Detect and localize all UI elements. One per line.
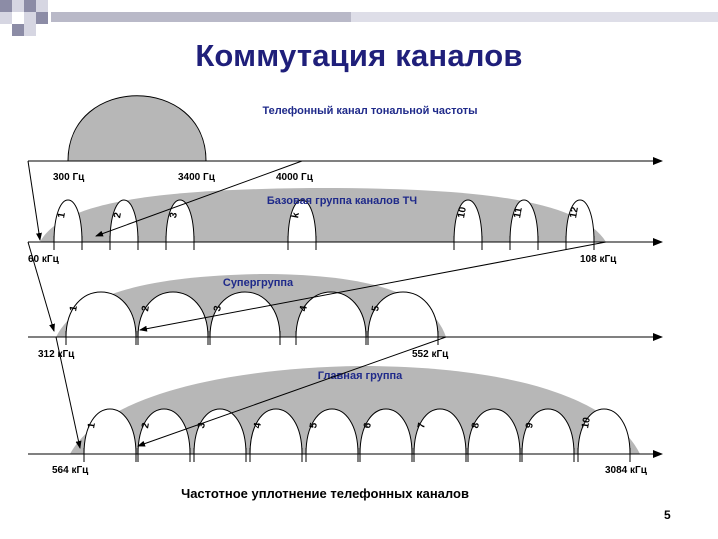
arrow-voice-end [95, 160, 303, 237]
main-group: 1 2 3 4 5 6 7 8 9 10 Главная группа 564 кГц 3084 … [28, 366, 663, 476]
main-group-end-label: 3084 кГц [605, 465, 648, 476]
channel-hump [109, 199, 139, 243]
channel-hump [137, 291, 209, 338]
main-group-channels: 1 2 3 4 5 6 7 8 9 10 [83, 408, 631, 462]
channel-hump [565, 199, 595, 243]
channel-number: 2 [112, 211, 124, 219]
voice-channel-shape [67, 95, 207, 162]
arrow-voice-start [27, 160, 42, 241]
base-group-end-label: 108 кГц [580, 254, 617, 265]
base-group-title: Базовая группа каналов ТЧ [267, 195, 417, 207]
corner-square [36, 12, 48, 24]
voice-channel-title: Телефонный канал тональной частоты [262, 105, 477, 117]
channel-number: 7 [416, 422, 428, 430]
corner-decoration [0, 0, 718, 50]
channel-hump [577, 408, 631, 455]
corner-square [36, 0, 48, 12]
mapping-arrows [27, 160, 607, 449]
channel-number: 4 [252, 422, 264, 430]
channel-number: 12 [568, 206, 581, 219]
corner-square [24, 12, 36, 24]
channel-hump [359, 408, 413, 455]
channel-hump [453, 199, 483, 243]
slide-title: Коммутация каналов [195, 38, 523, 73]
channel-number: 1 [56, 211, 68, 219]
channel-hump [509, 199, 539, 243]
main-group-title: Главная группа [318, 370, 403, 382]
channel-number: 11 [512, 206, 525, 219]
channel-hump [193, 408, 247, 455]
channel-number: 10 [580, 416, 593, 429]
base-group-start-label: 60 кГц [28, 254, 60, 265]
channel-number: 8 [470, 422, 482, 430]
channel-hump [83, 408, 137, 455]
arrow-super-end [137, 336, 447, 447]
corner-square [0, 12, 12, 24]
channel-number: k [290, 211, 302, 219]
voice-label-300hz: 300 Гц [53, 172, 85, 183]
channel-hump [467, 408, 521, 455]
arrow-base-start [27, 241, 55, 332]
channel-number: 5 [370, 305, 382, 313]
supergroup-start-label: 312 кГц [38, 349, 75, 360]
channel-number: 3 [196, 422, 208, 430]
channel-hump [165, 199, 195, 243]
corner-square [12, 24, 24, 36]
channel-number: 10 [456, 206, 469, 219]
channel-number: 4 [298, 305, 310, 313]
corner-square [24, 24, 36, 36]
voice-label-4000hz: 4000 Гц [276, 172, 314, 183]
channel-hump [287, 199, 317, 243]
channel-hump [137, 408, 191, 455]
header-band-dark [51, 12, 351, 22]
corner-square [24, 0, 36, 12]
channel-number: 3 [212, 305, 224, 313]
channel-hump [53, 199, 83, 243]
channel-hump [249, 408, 303, 455]
channel-hump [367, 291, 439, 338]
corner-square [12, 0, 24, 12]
channel-number: 3 [168, 211, 180, 219]
arrow-super-start [55, 336, 82, 449]
channel-hump [65, 291, 137, 338]
channel-number: 6 [362, 422, 374, 430]
header-band-light [351, 12, 718, 22]
header-band [51, 12, 718, 22]
channel-hump [305, 408, 359, 455]
main-group-start-label: 564 кГц [52, 465, 89, 476]
channel-number: 5 [308, 422, 320, 430]
page-number: 5 [664, 508, 671, 522]
channel-number: 1 [68, 305, 80, 313]
arrow-base-end [139, 241, 607, 332]
channel-hump [413, 408, 467, 455]
supergroup-channels: 1 2 3 4 5 [65, 291, 439, 345]
channel-number: 9 [524, 422, 536, 430]
slide-caption: Частотное уплотнение телефонных каналов [181, 486, 469, 501]
channel-number: 2 [140, 305, 152, 313]
channel-hump [295, 291, 367, 338]
supergroup-end-label: 552 кГц [412, 349, 449, 360]
channel-hump [521, 408, 575, 455]
channel-number: 2 [140, 422, 152, 430]
supergroup: 1 2 3 4 5 Супергруппа 312 кГц 552 кГц [28, 274, 663, 360]
channel-number: 1 [86, 422, 98, 430]
corner-square [0, 0, 12, 12]
voice-label-3400hz: 3400 Гц [178, 172, 216, 183]
supergroup-title: Супергруппа [223, 277, 294, 289]
